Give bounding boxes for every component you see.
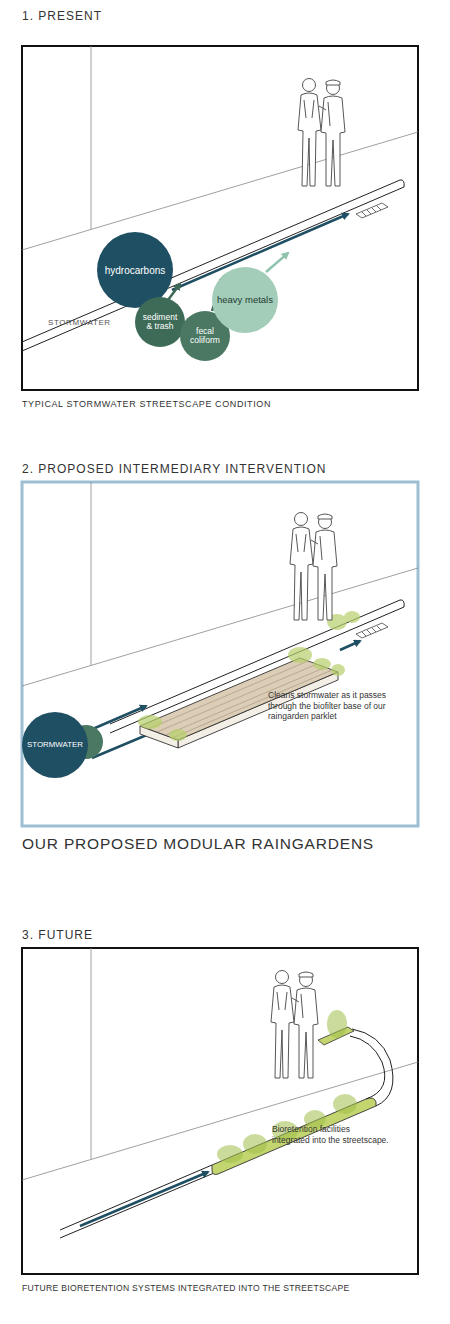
- pedestrians: [290, 513, 337, 621]
- annotation-note: Bioretention facilities integrated into …: [272, 1124, 390, 1145]
- pollutant-circle: sediment & trash: [135, 297, 185, 347]
- pedestrians: [298, 79, 345, 187]
- drain-grate: [356, 623, 388, 638]
- intervention-panel: 2. PROPOSED INTERMEDIARY INTERVENTION OUR…: [0, 455, 450, 865]
- panel-caption: OUR PROPOSED MODULAR RAINGARDENS: [22, 835, 442, 853]
- present-panel: [22, 46, 418, 390]
- panel-heading: 3. FUTURE: [22, 928, 422, 942]
- drain-grate: [356, 203, 388, 218]
- future-panel: [22, 948, 418, 1274]
- panel-caption: FUTURE BIORETENTION SYSTEMS INTEGRATED I…: [22, 1283, 442, 1293]
- circle-label: heavy metals: [213, 295, 277, 305]
- circle-label: sediment & trash: [135, 313, 185, 332]
- intervention-panel: [22, 482, 418, 826]
- pedestrians: [271, 971, 318, 1079]
- panel-caption: TYPICAL STORMWATER STREETSCAPE CONDITION: [22, 399, 432, 409]
- circle-label: hydrocarbons: [101, 265, 170, 276]
- stormwater-circle: STORMWATER: [22, 712, 88, 778]
- panel-heading: 1. PRESENT: [22, 9, 422, 23]
- panel-frame: [22, 46, 418, 390]
- circle-label: STORMWATER: [23, 741, 87, 750]
- future-panel: 3. FUTURE FUTURE BIORETENTION SYSTEMS INT…: [0, 920, 450, 1324]
- raingarden-parklet: [138, 611, 360, 748]
- panel-frame: [22, 482, 418, 826]
- circle-label: fecal coliform: [180, 327, 230, 346]
- present-panel: 1. PRESENT TYPICAL STORMWATER STREETSCAPE…: [0, 0, 450, 420]
- panel-frame: [22, 948, 418, 1274]
- pollutant-circle: heavy metals: [212, 267, 278, 333]
- annotation-note: Cleans stormwater as it passes through t…: [268, 690, 400, 722]
- panel-heading: 2. PROPOSED INTERMEDIARY INTERVENTION: [22, 462, 432, 476]
- flow-label: STORMWATER: [48, 318, 128, 328]
